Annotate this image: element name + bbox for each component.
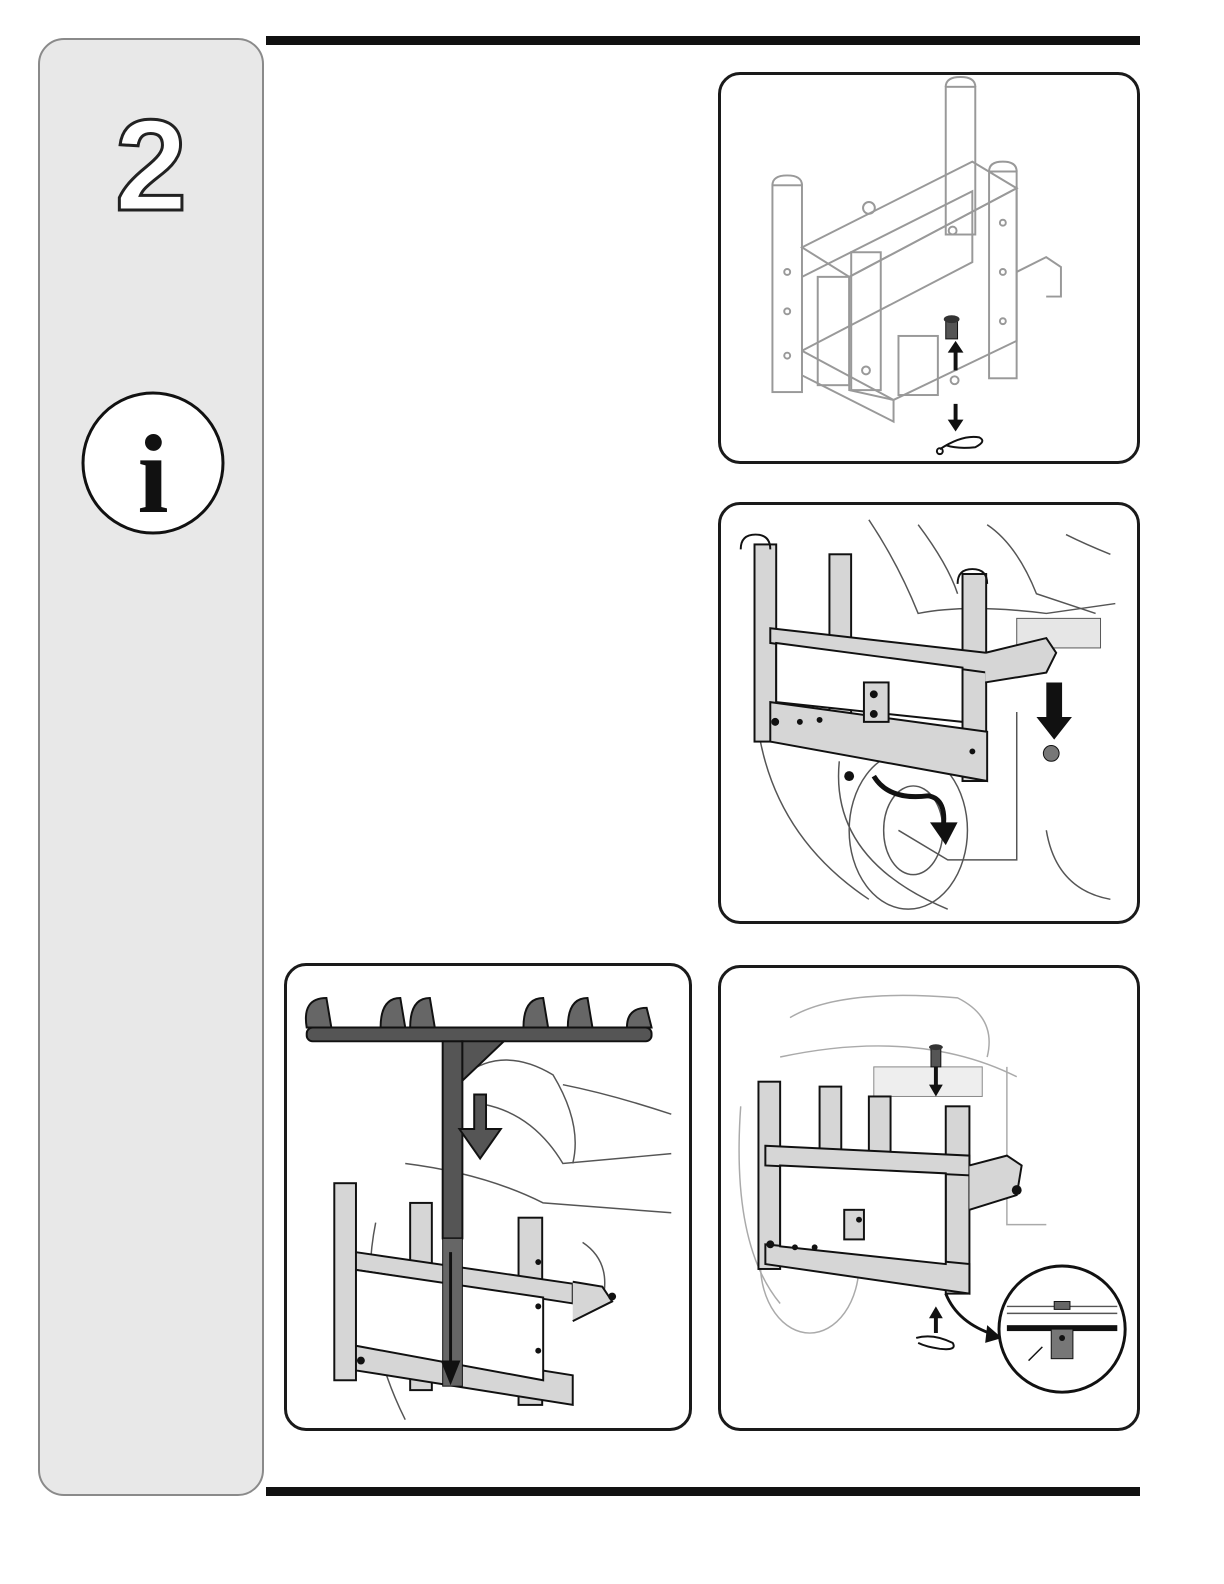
illustration-lift-bar [284, 963, 692, 1431]
arrow-down-icon [459, 1095, 500, 1159]
svg-text:i: i [137, 413, 168, 536]
clip-icon [937, 437, 982, 454]
illustration-bracket-pin-clip [718, 72, 1140, 464]
illustration-bracket-on-tractor [718, 502, 1140, 924]
step-sidebar: 2 i [38, 38, 264, 1496]
arrow-down-icon [1036, 682, 1071, 739]
bottom-rule [266, 1487, 1140, 1496]
illustration-bracket-pinned-detail [718, 965, 1140, 1431]
pin-icon [944, 315, 960, 339]
top-rule [266, 36, 1140, 45]
info-icon: i [80, 390, 226, 536]
step-number: 2 [40, 100, 262, 230]
